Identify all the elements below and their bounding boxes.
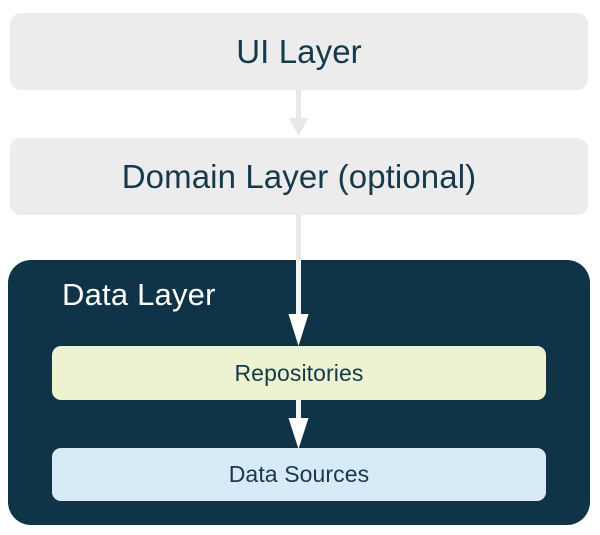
arrow-ui-to-domain xyxy=(288,90,309,136)
domain-layer-box[interactable]: Domain Layer (optional) xyxy=(10,138,588,215)
repositories-label: Repositories xyxy=(234,359,364,386)
arrow-domain-to-repositories-outer xyxy=(296,215,301,261)
ui-layer-box[interactable]: UI Layer xyxy=(10,13,588,90)
domain-layer-label: Domain Layer (optional) xyxy=(121,158,477,195)
data-layer-container[interactable]: Data Layer Repositories Data Sources xyxy=(8,260,590,525)
ui-layer-label: UI Layer xyxy=(236,33,362,70)
data-sources-box[interactable]: Data Sources xyxy=(52,448,546,501)
repositories-box[interactable]: Repositories xyxy=(52,346,546,400)
data-sources-label: Data Sources xyxy=(228,461,370,487)
data-layer-label: Data Layer xyxy=(62,277,216,312)
